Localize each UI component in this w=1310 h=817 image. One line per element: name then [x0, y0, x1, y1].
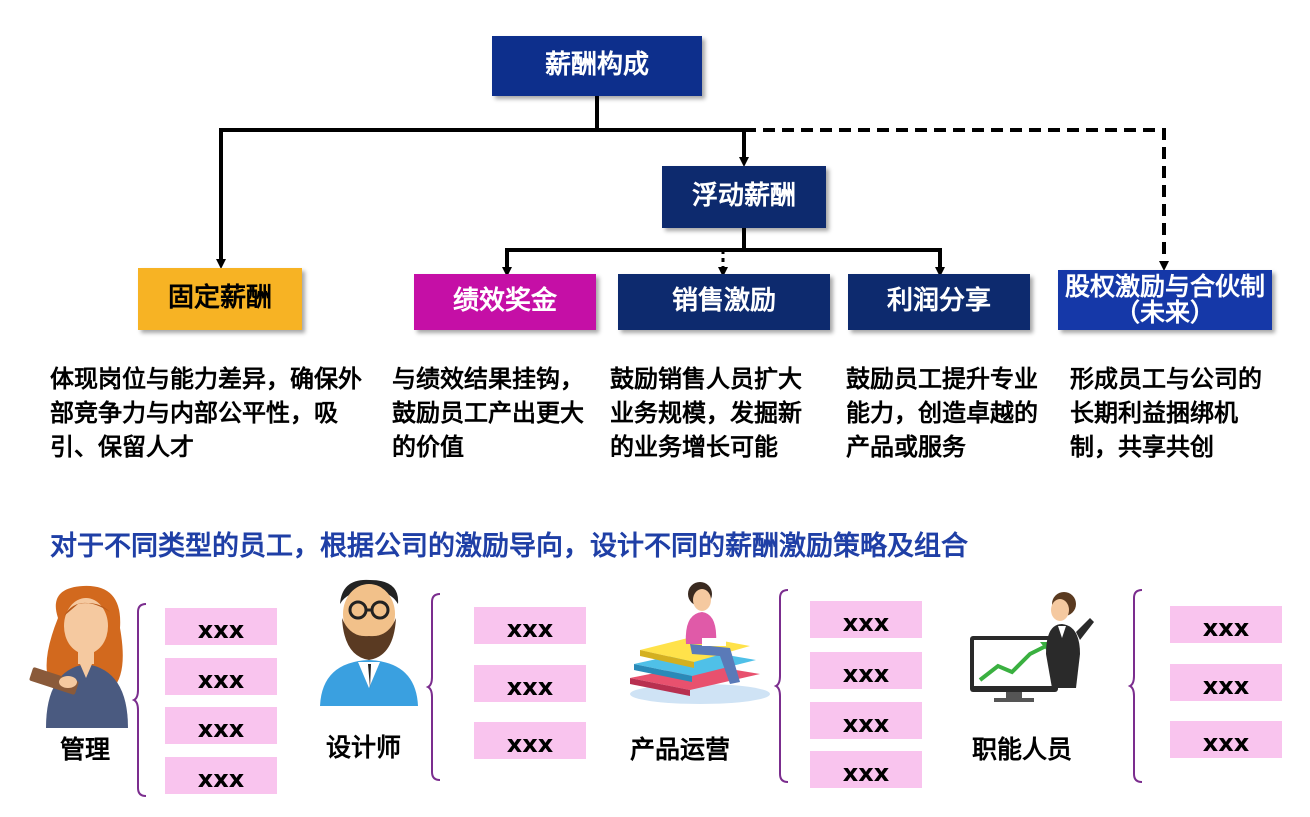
category-label: 股权激励与合伙制（未来） — [1064, 271, 1265, 327]
category-profit: 利润分享 — [848, 274, 1030, 330]
bracket — [425, 593, 441, 781]
role-item: xxx — [165, 658, 277, 695]
bracket — [131, 603, 147, 797]
desc-equity: 形成员工与公司的长期利益捆绑机制，共享共创 — [1070, 365, 1262, 461]
bracket — [1127, 589, 1143, 783]
root-label: 薪酬构成 — [544, 50, 649, 81]
floating-label: 浮动薪酬 — [691, 181, 796, 212]
role-item: xxx — [810, 702, 922, 739]
role-item: xxx — [1170, 606, 1282, 643]
role-name: 管理 — [60, 735, 111, 764]
role-item: xxx — [810, 751, 922, 788]
role-item: xxx — [165, 707, 277, 744]
desc-sales: 鼓励销售人员扩大业务规模，发掘新的业务增长可能 — [610, 365, 802, 461]
designer-illustration — [320, 579, 418, 706]
category-performance: 绩效奖金 — [414, 274, 596, 330]
role-item: xxx — [810, 652, 922, 689]
category-fixed: 固定薪酬 — [138, 268, 302, 330]
role-item: xxx — [474, 665, 586, 702]
functional-staff-illustration — [970, 592, 1094, 702]
manager-illustration — [29, 585, 128, 728]
role-item: xxx — [165, 757, 277, 794]
role-item: xxx — [1170, 664, 1282, 701]
category-sales: 销售激励 — [618, 274, 830, 330]
category-label: 固定薪酬 — [167, 283, 272, 314]
desc-fixed: 体现岗位与能力差异，确保外部竞争力与内部公平性，吸引、保留人才 — [50, 365, 362, 461]
desc-profit: 鼓励员工提升专业能力，创造卓越的产品或服务 — [846, 365, 1038, 461]
category-label: 绩效奖金 — [452, 286, 557, 317]
role-item: xxx — [474, 722, 586, 759]
root-box: 薪酬构成 — [492, 36, 702, 96]
role-item: xxx — [810, 601, 922, 638]
bracket — [773, 589, 789, 783]
desc-performance: 与绩效结果挂钩，鼓励员工产出更大的价值 — [392, 365, 584, 461]
floating-box: 浮动薪酬 — [662, 166, 826, 228]
role-name: 设计师 — [326, 733, 402, 762]
role-name: 职能人员 — [972, 735, 1073, 764]
category-label: 利润分享 — [886, 286, 991, 317]
section-subtitle: 对于不同类型的员工，根据公司的激励导向，设计不同的薪酬激励策略及组合 — [50, 531, 968, 562]
role-name: 产品运营 — [630, 735, 731, 764]
category-label: 销售激励 — [671, 286, 776, 317]
role-item: xxx — [1170, 721, 1282, 758]
role-item: xxx — [474, 607, 586, 644]
category-equity: 股权激励与合伙制（未来） — [1058, 270, 1272, 330]
product-ops-illustration — [630, 582, 770, 704]
role-item: xxx — [165, 608, 277, 645]
